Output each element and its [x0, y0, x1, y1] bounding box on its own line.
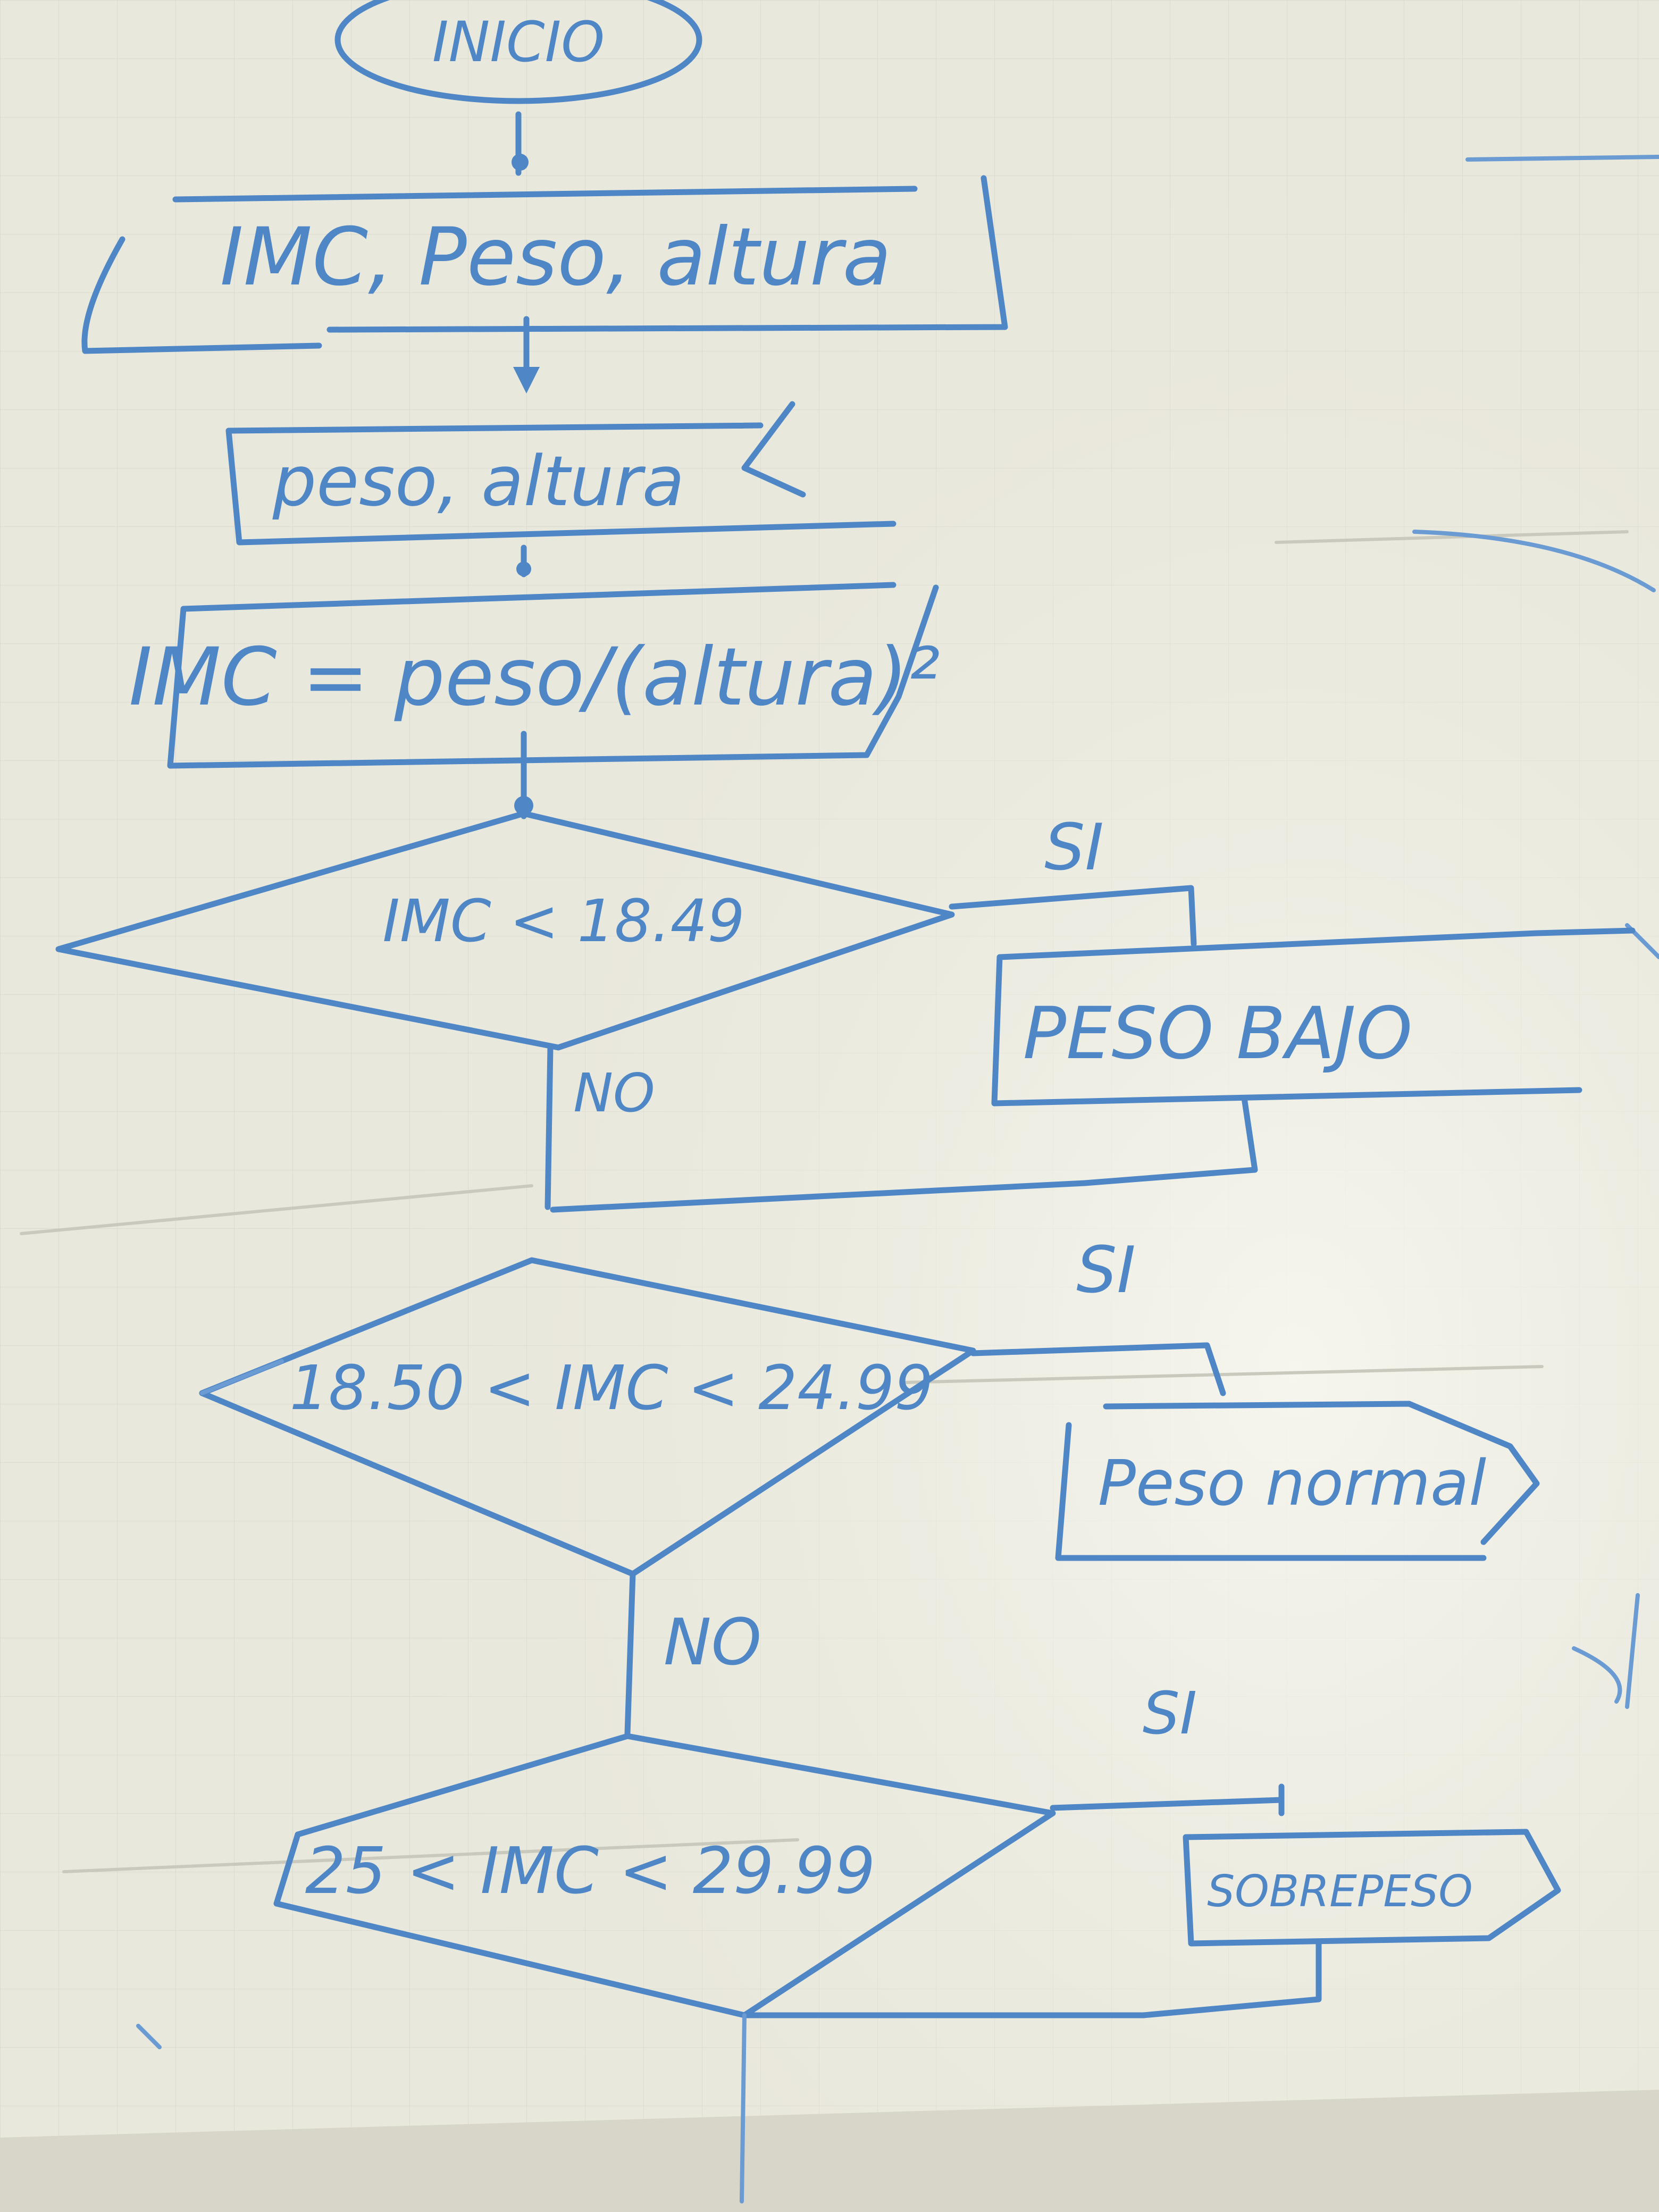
input-box: peso, altura — [225, 401, 896, 546]
output-2: Peso normal — [1055, 1401, 1540, 1561]
merge-line-1 — [550, 1095, 1258, 1213]
output-2-label: Peso normal — [1098, 1446, 1487, 1520]
no-branch-2 — [624, 1571, 636, 1737]
no-label-2: NO — [664, 1606, 761, 1680]
output-1: PESO BAJO — [991, 927, 1636, 1107]
yes-branch-3 — [1050, 1783, 1285, 1816]
process-box: IMC = peso/(altura)² — [129, 582, 940, 769]
declare-label: IMC, Peso, altura — [220, 211, 892, 304]
no-label-1: NO — [573, 1062, 655, 1124]
yes-label-2: SI — [1076, 1234, 1136, 1308]
yes-branch-1 — [949, 885, 1197, 947]
connector-dot — [512, 154, 529, 171]
yes-label-3: SI — [1143, 1679, 1197, 1747]
exit-line — [740, 2013, 747, 2203]
declare-box: IMC, Peso, altura — [81, 175, 1008, 354]
no-branch-1 — [544, 1044, 554, 1210]
output-1-label: PESO BAJO — [1023, 992, 1413, 1075]
start-label: INICIO — [432, 10, 605, 74]
decision-1: IMC < 18.49 — [55, 810, 955, 1051]
yes-branch-2 — [970, 1342, 1226, 1396]
output-3: SOBREPESO — [1183, 1829, 1561, 1947]
decision-1-label: IMC < 18.49 — [382, 887, 744, 955]
connector-dot — [514, 796, 533, 815]
output-3-label: SOBREPESO — [1207, 1866, 1473, 1917]
erased-marks — [20, 530, 1629, 1873]
board-bottom-frame — [0, 2090, 1659, 2212]
input-label: peso, altura — [272, 441, 685, 522]
start-terminal: INICIO — [334, 0, 702, 104]
arrowhead — [513, 367, 540, 393]
yes-label-1: SI — [1044, 811, 1104, 885]
decision-3: 25 < IMC < 29.99 — [273, 1733, 1056, 2018]
connector-dot — [516, 562, 531, 576]
merge-line-3 — [741, 1940, 1322, 2018]
decision-2-label: 18.50 < IMC < 24.99 — [290, 1353, 934, 1424]
decision-3-label: 25 < IMC < 29.99 — [305, 1834, 876, 1908]
process-label: IMC = peso/(altura)² — [129, 631, 940, 724]
